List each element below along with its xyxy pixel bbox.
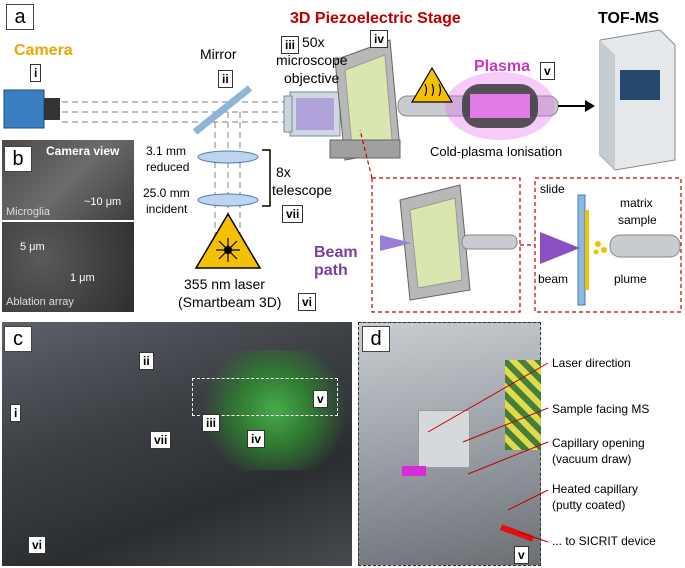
roman-i-c: i — [10, 404, 22, 422]
panel-b-ablation-image — [2, 222, 134, 312]
panel-c-label: c — [4, 326, 32, 352]
annotation-laser-direction: Laser direction — [552, 356, 631, 370]
zoom-slide-label: slide — [540, 182, 565, 196]
incident-lens-icon — [197, 193, 259, 207]
tofms-label: TOF-MS — [598, 10, 660, 27]
ablation-label: Ablation array — [6, 296, 74, 308]
annotation-putty-coated: (putty coated) — [552, 498, 626, 512]
scale-10um: ~10 μm — [84, 196, 122, 208]
heat-warning-icon — [410, 66, 454, 103]
laser-line1: 355 nm laser — [184, 276, 265, 292]
roman-vi-c: vi — [28, 536, 47, 554]
panel-c-highlight-box — [192, 378, 338, 416]
scale-1um: 1 μm — [70, 272, 95, 284]
roman-iv-c: iv — [247, 430, 266, 448]
panel-c-green-glow — [200, 350, 350, 470]
mirror-label: Mirror — [200, 46, 237, 62]
panel-d-label: d — [362, 326, 390, 352]
ionisation-label: Cold-plasma Ionisation — [430, 144, 563, 159]
panel-d-green-stripe — [505, 360, 541, 450]
objective-line3: objective — [284, 70, 340, 86]
roman-vii-c: vii — [150, 431, 172, 449]
zoom-slide-detail — [540, 194, 681, 306]
roman-v-a: v — [540, 62, 555, 80]
annotation-capillary-opening: Capillary opening — [552, 436, 645, 450]
zoom-matrix-label: matrix — [620, 196, 653, 210]
laser-line2: (Smartbeam 3D) — [178, 294, 282, 310]
objective-line1: 50x — [302, 34, 325, 50]
objective-icon — [283, 91, 341, 137]
roman-v-d: v — [514, 546, 529, 564]
annotation-vacuum-draw: (vacuum draw) — [552, 452, 632, 466]
annotation-sample-facing: Sample facing MS — [552, 402, 650, 416]
objective-line2: microscope — [276, 52, 348, 68]
roman-i-a: i — [30, 64, 42, 82]
reduced-lens-icon — [197, 150, 259, 164]
camera-icon — [3, 89, 60, 129]
panel-a-diagram — [3, 29, 682, 313]
roman-iii-a: iii — [281, 36, 300, 54]
panel-b-label: b — [4, 146, 32, 172]
incident-label: incident — [146, 202, 188, 216]
panel-a-label: a — [6, 4, 34, 30]
telescope-value: 8x — [276, 164, 291, 180]
beam-path-label: Beam path — [314, 244, 358, 279]
camera-view-label: Camera view — [46, 144, 120, 158]
panel-d-laser-arrow — [402, 466, 426, 476]
zoom-stage-icon — [380, 184, 518, 301]
telescope-label: telescope — [272, 182, 332, 198]
mirror-icon — [192, 85, 253, 135]
roman-ii-c: ii — [139, 352, 154, 370]
roman-iv-a: iv — [370, 30, 389, 48]
stage-title: 3D Piezoelectric Stage — [290, 10, 461, 27]
camera-label: Camera — [14, 42, 73, 59]
zoom-sample-label: sample — [618, 213, 657, 227]
zoom-dashes — [359, 129, 682, 313]
roman-iii-c: iii — [202, 414, 221, 432]
panel-d-leader-lines — [427, 362, 549, 543]
reduced-label: reduced — [146, 160, 190, 174]
annotation-to-sicrit: ... to SICRIT device — [552, 534, 656, 548]
roman-vi-a: vi — [298, 293, 317, 311]
roman-v-c: v — [313, 390, 328, 408]
piezo-stage-icon — [329, 39, 401, 161]
annotation-heated-capillary: Heated capillary — [552, 482, 639, 496]
scale-5um: 5 μm — [20, 241, 45, 253]
roman-ii-a: ii — [218, 70, 233, 88]
plasma-label: Plasma — [474, 58, 531, 75]
laser-warning-icon — [194, 212, 262, 269]
zoom-beam-label: beam — [538, 272, 569, 286]
zoom-plume-label: plume — [614, 272, 647, 286]
tof-ms-instrument-icon — [599, 29, 676, 171]
incident-value: 25.0 mm — [143, 186, 190, 200]
roman-vii-a: vii — [282, 205, 304, 223]
telescope-bracket — [262, 149, 271, 207]
microglia-label: Microglia — [6, 206, 51, 218]
reduced-value: 3.1 mm — [146, 144, 187, 158]
